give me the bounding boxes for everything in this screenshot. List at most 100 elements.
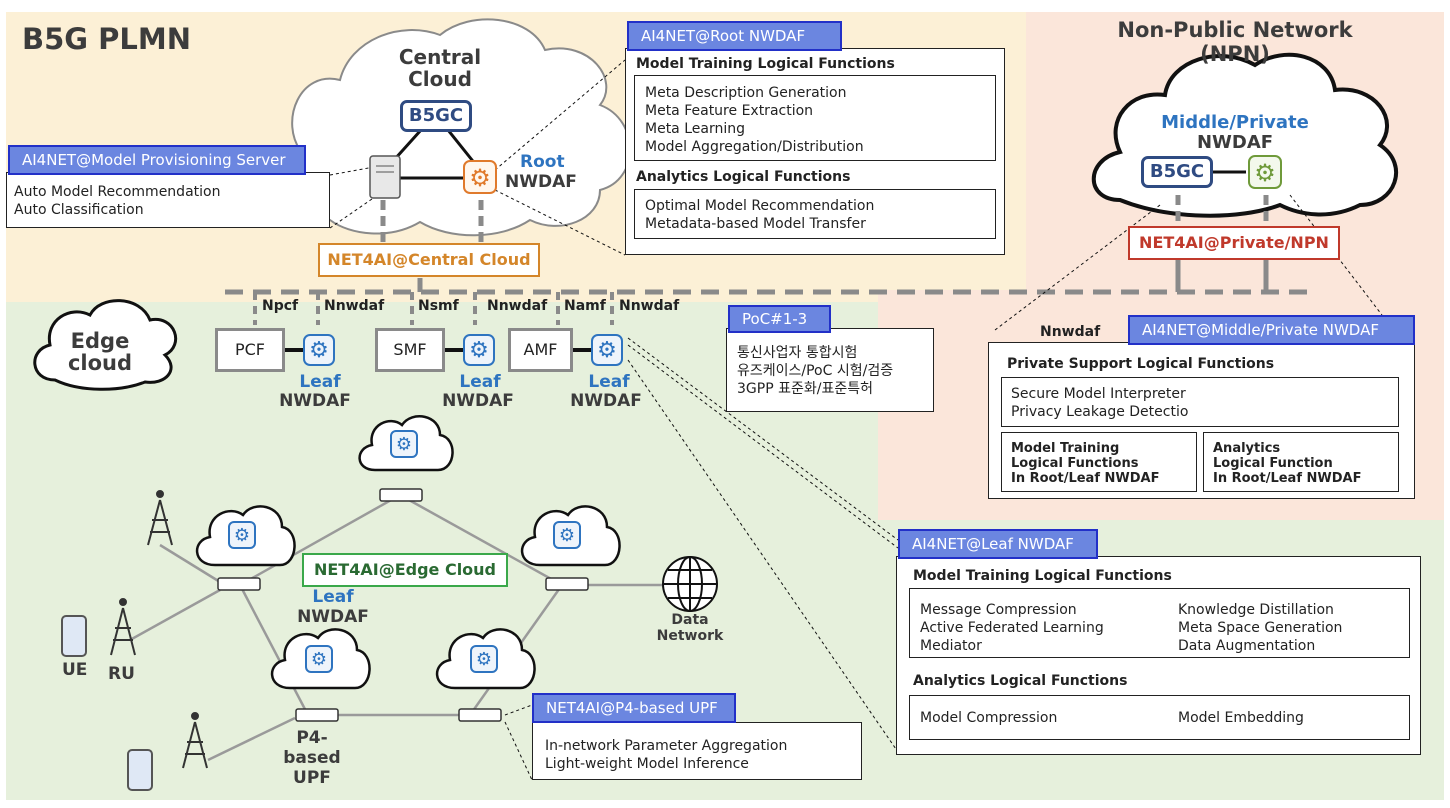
- gear-icon: ⚙: [463, 334, 495, 366]
- gear-icon: ⚙: [390, 430, 418, 458]
- root-training-item: Model Aggregation/Distribution: [645, 139, 864, 155]
- root-training-items: Meta Description Generation Meta Feature…: [645, 84, 864, 156]
- poc-item: 통신사업자 통합시험: [737, 345, 858, 361]
- leaf-nwdaf-box: Model Training Logical Functions Message…: [896, 556, 1421, 755]
- middle-analytics-lines: Analytics Logical Function In Root/Leaf …: [1213, 441, 1361, 486]
- middle-analytics-line: Analytics: [1213, 441, 1281, 456]
- leaf-analytics-box: Model Compression Model Embedding: [909, 695, 1410, 740]
- npn-nnwdaf-label: Nnwdaf: [1040, 324, 1101, 340]
- middle-support-box: Secure Model Interpreter Privacy Leakage…: [1001, 377, 1399, 427]
- root-analytics-box: Optimal Model Recommendation Metadata-ba…: [634, 189, 996, 239]
- middle-training-line: Model Training: [1011, 441, 1120, 456]
- central-cloud-line2: Cloud: [408, 67, 472, 91]
- edge-cloud-label: Edge cloud: [60, 330, 140, 374]
- leaf-analytics-item: Model Embedding: [1178, 710, 1304, 726]
- smf-box: SMF: [375, 328, 445, 372]
- root-label: Root: [520, 152, 565, 172]
- leaf-training-left: Message Compression Active Federated Lea…: [920, 601, 1104, 655]
- data-network-label: Data Network: [650, 612, 730, 644]
- edge-links: [129, 493, 662, 762]
- p4-upf-item: In-network Parameter Aggregation: [545, 738, 788, 754]
- interface-label: Npcf: [262, 298, 299, 314]
- leaf-training-item: Active Federated Learning: [920, 620, 1104, 636]
- middle-training-line: Logical Functions: [1011, 456, 1139, 471]
- leaf-training-item: Data Augmentation: [1178, 638, 1316, 654]
- p4-line: P4-: [296, 728, 328, 748]
- poc-item: 유즈케이스/PoC 시험/검증: [737, 363, 894, 379]
- interface-label: Nnwdaf: [487, 298, 548, 314]
- middle-support-items: Secure Model Interpreter Privacy Leakage…: [1011, 385, 1188, 421]
- root-training-item: Meta Feature Extraction: [645, 103, 814, 119]
- root-training-item: Meta Learning: [645, 121, 745, 137]
- p4-upf-header: NET4AI@P4-based UPF: [532, 693, 736, 723]
- gear-icon: ⚙: [470, 645, 498, 673]
- leaf-training-item: Mediator: [920, 638, 982, 654]
- provisioning-header: AI4NET@Model Provisioning Server: [8, 145, 306, 175]
- antenna-icons: [110, 490, 208, 769]
- middle-training-box: Model Training Logical Functions In Root…: [1001, 432, 1197, 492]
- leaf-nwdaf-label: NWDAF: [279, 391, 351, 411]
- leaf-training-right: Knowledge Distillation Meta Space Genera…: [1178, 601, 1342, 655]
- leaf-nwdaf-header: AI4NET@Leaf NWDAF: [898, 529, 1098, 559]
- npn-b5gc-box: B5GC: [1141, 156, 1213, 188]
- npn-title-line1: Non-Public Network: [1117, 18, 1353, 42]
- p4-upf-items: In-network Parameter Aggregation Light-w…: [545, 737, 787, 773]
- gear-icon: ⚙: [553, 521, 581, 549]
- plmn-title: B5G PLMN: [22, 22, 192, 56]
- poc-box: 통신사업자 통합시험 유즈케이스/PoC 시험/검증 3GPP 표준화/표준특허: [726, 328, 934, 412]
- gear-icon: ⚙: [591, 334, 623, 366]
- interface-label: Namf: [564, 298, 606, 314]
- middle-analytics-box: Analytics Logical Function In Root/Leaf …: [1203, 432, 1399, 492]
- provisioning-items: Auto Model Recommendation Auto Classific…: [14, 183, 220, 219]
- root-training-title: Model Training Logical Functions: [636, 56, 895, 72]
- middle-nwdaf-header: AI4NET@Middle/Private NWDAF: [1128, 315, 1415, 345]
- server-icon: [369, 155, 401, 199]
- root-nwdaf-header: AI4NET@Root NWDAF: [627, 21, 842, 51]
- gear-icon: ⚙: [303, 334, 335, 366]
- root-analytics-items: Optimal Model Recommendation Metadata-ba…: [645, 197, 874, 233]
- edge-cloud-line1: Edge: [70, 329, 130, 353]
- leaf-nwdaf-label: NWDAF: [570, 391, 642, 411]
- middle-support-item: Privacy Leakage Detectio: [1011, 404, 1189, 420]
- p4-line: UPF: [293, 768, 331, 788]
- p4-upf-item: Light-weight Model Inference: [545, 756, 749, 772]
- p4-upf-box: In-network Parameter Aggregation Light-w…: [532, 722, 862, 780]
- edge-leaf-label: Leaf: [312, 587, 354, 607]
- ue-label: UE: [62, 660, 88, 680]
- leaf-analytics-item: Model Compression: [920, 710, 1058, 726]
- root-analytics-item: Optimal Model Recommendation: [645, 198, 875, 214]
- leaf-label: Leaf: [459, 372, 501, 392]
- root-nwdaf-box: Model Training Logical Functions Meta De…: [625, 48, 1005, 255]
- edge-nwdaf-label: NWDAF: [297, 607, 369, 627]
- interface-label: Nnwdaf: [324, 298, 385, 314]
- edge-cloud-line2: cloud: [67, 351, 133, 375]
- npn-title-line2: (NPN): [1200, 42, 1270, 66]
- interface-label: Nnwdaf: [619, 298, 680, 314]
- root-training-item: Meta Description Generation: [645, 85, 847, 101]
- provisioning-item: Auto Model Recommendation: [14, 184, 221, 200]
- data-network-line2: Network: [656, 628, 724, 644]
- root-analytics-item: Metadata-based Model Transfer: [645, 216, 866, 232]
- data-network-line1: Data: [671, 612, 709, 628]
- root-training-box: Meta Description Generation Meta Feature…: [634, 75, 996, 161]
- leaf-analytics-title: Analytics Logical Functions: [913, 673, 1128, 689]
- phone-icons: [61, 615, 153, 791]
- p4-line: based: [283, 748, 341, 768]
- central-b5gc-box: B5GC: [400, 100, 472, 132]
- data-network-globe: [662, 556, 718, 612]
- poc-item: 3GPP 표준화/표준특허: [737, 381, 873, 397]
- npn-title: Non-Public Network (NPN): [1080, 18, 1390, 66]
- central-cloud-line1: Central: [398, 45, 482, 69]
- middle-nwdaf-label: NWDAF: [1196, 132, 1274, 153]
- middle-support-item: Secure Model Interpreter: [1011, 386, 1186, 402]
- root-nwdaf-label: NWDAF: [505, 172, 577, 192]
- ru-label: RU: [108, 664, 135, 684]
- leaf-training-box: Message Compression Active Federated Lea…: [909, 588, 1410, 658]
- root-analytics-title: Analytics Logical Functions: [636, 169, 851, 185]
- poc-items: 통신사업자 통합시험 유즈케이스/PoC 시험/검증 3GPP 표준화/표준특허: [737, 344, 893, 398]
- middle-analytics-line: In Root/Leaf NWDAF: [1213, 471, 1362, 486]
- poc-header: PoC#1-3: [728, 305, 831, 333]
- middle-training-lines: Model Training Logical Functions In Root…: [1011, 441, 1159, 486]
- central-net4ai-box: NET4AI@Central Cloud: [318, 243, 540, 277]
- middle-nwdaf-box: Private Support Logical Functions Secure…: [988, 342, 1415, 499]
